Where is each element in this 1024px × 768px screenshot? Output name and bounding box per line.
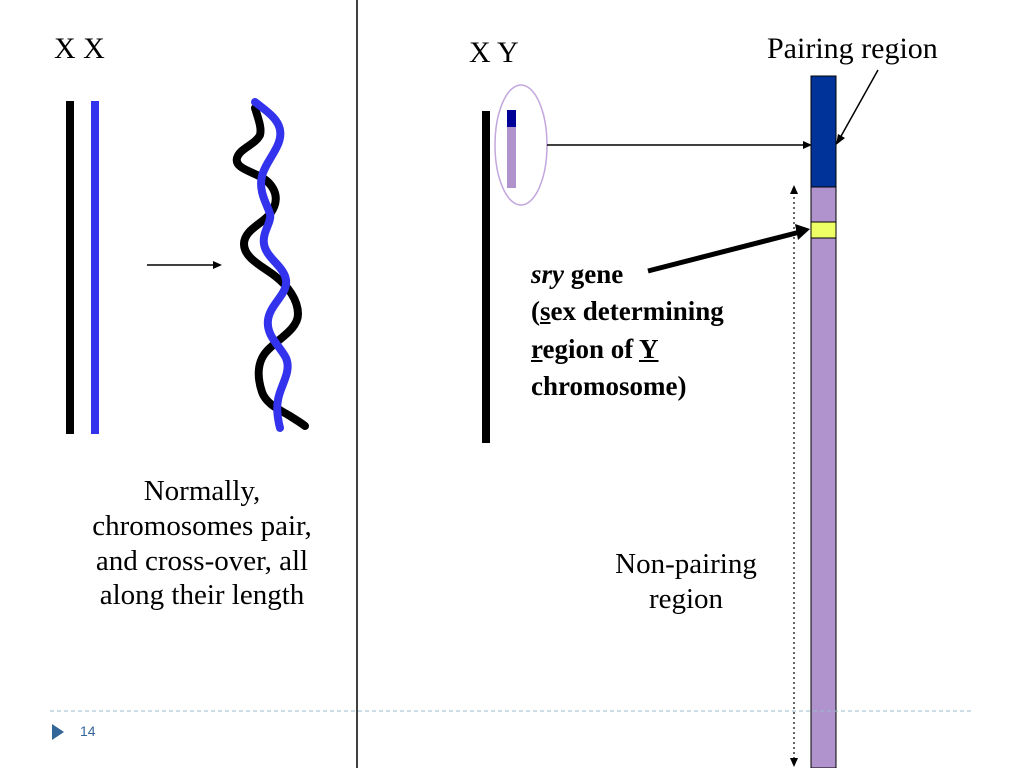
caption-line: chromosomes pair, (92, 509, 312, 542)
pairing-region-pointer-head (836, 134, 845, 145)
sry-line2-rest: ex determining (550, 296, 724, 327)
sry-y-letter: Y (639, 333, 659, 364)
sry-line-2: (sex determining (531, 293, 724, 330)
zoom-arrowhead (803, 141, 812, 149)
xx-pair-label: X X (54, 32, 105, 65)
sry-line-3: region of Y (531, 331, 724, 368)
pairing-region-label: Pairing region (767, 32, 938, 65)
slide-number: 14 (80, 723, 96, 739)
non-pairing-line: Non-pairing (615, 548, 757, 580)
twisted-chromosome-blue (251, 98, 292, 432)
sry-line-1: sry gene (531, 256, 724, 293)
pairing-region-pointer (839, 69, 879, 139)
y-chromosome-nonpairing-segment (507, 127, 516, 188)
non-pairing-label: Non-pairing region (586, 547, 786, 617)
caption-line: along their length (99, 579, 305, 612)
sry-italic: sry (531, 259, 564, 289)
non-pairing-line: region (648, 582, 724, 615)
sry-open-paren: ( (531, 296, 540, 327)
non-pairing-extent-arrowhead-top (790, 185, 798, 194)
enlarged-y-sry-band (810, 221, 837, 239)
y-chromosome-highlight-ellipse (494, 84, 548, 206)
sry-arrow (647, 229, 801, 274)
sry-r-letter: r (531, 333, 543, 364)
xy-pair-label: X Y (469, 36, 519, 69)
sry-line-4: chromosome) (531, 370, 687, 401)
sry-gene-label: sry gene (sex determining region of Y ch… (531, 256, 724, 405)
sry-arrowhead (795, 224, 810, 240)
left-caption: Normally, chromosomes pair, and cross-ov… (62, 474, 342, 613)
y-chromosome-pairing-segment (507, 110, 516, 127)
sry-s-letter: s (540, 296, 551, 327)
enlarged-y-nonpairing-region (810, 186, 837, 768)
enlarged-y-pairing-region (810, 75, 837, 188)
crossover-arrowhead (213, 261, 222, 269)
non-pairing-extent-arrowhead-bottom (790, 758, 798, 767)
twisted-chromosome-black (232, 104, 309, 430)
sry-line3-mid: egion of (542, 333, 639, 364)
caption-line: Normally, (143, 475, 261, 507)
caption-line: and cross-over, all (95, 544, 309, 577)
triangle-right-icon (52, 724, 64, 740)
sry-gene-word: gene (564, 259, 624, 289)
